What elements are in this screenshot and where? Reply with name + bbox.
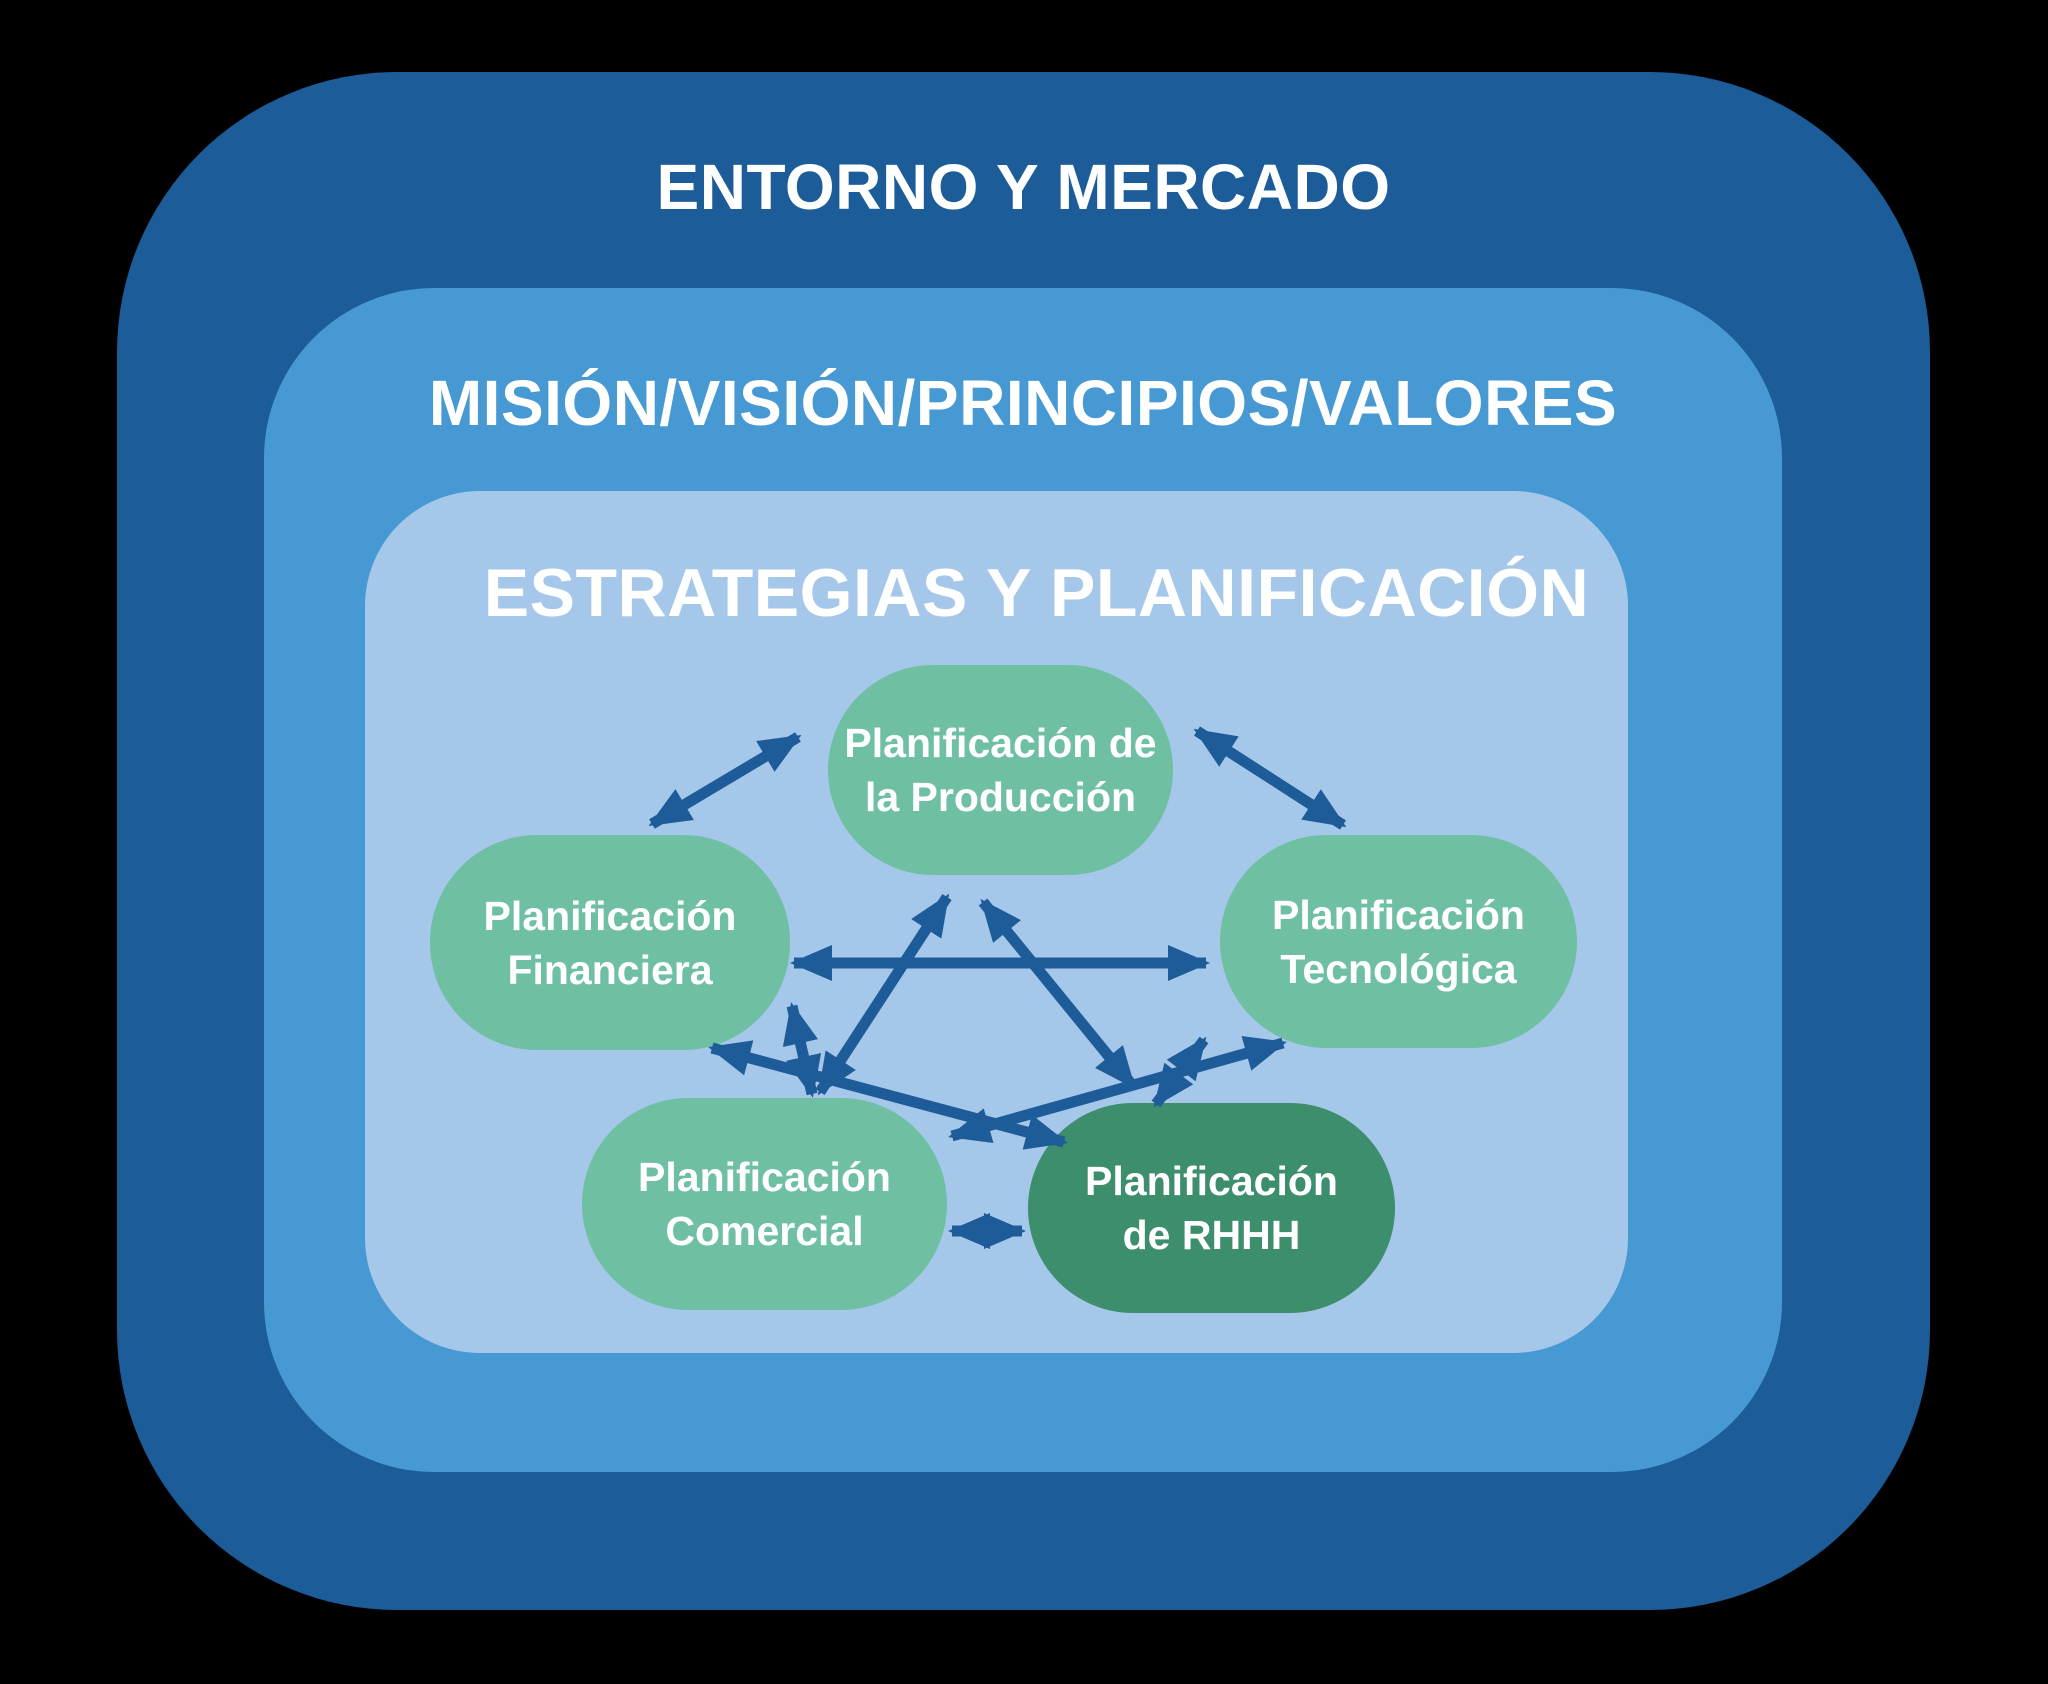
node-planificacion-tecnologica-label: Planificación Tecnológica [1272, 891, 1525, 992]
node-planificacion-rhhh: Planificación de RHHH [1028, 1103, 1395, 1313]
node-planificacion-tecnologica: Planificación Tecnológica [1220, 835, 1577, 1048]
node-planificacion-financiera-label: Planificación Financiera [483, 892, 737, 993]
node-planificacion-financiera: Planificación Financiera [430, 835, 790, 1050]
node-planificacion-produccion: Planificación de la Producción [828, 665, 1173, 875]
node-planificacion-rhhh-label: Planificación de RHHH [1085, 1158, 1338, 1258]
entorno-title: ENTORNO Y MERCADO [656, 151, 1391, 223]
mision-title: MISIÓN/VISIÓN/PRINCIPIOS/VALORES [428, 367, 1618, 439]
node-planificacion-comercial-label: Planificación Comercial [638, 1154, 891, 1254]
node-planificacion-produccion-label: Planificación de la Producción [844, 720, 1157, 820]
node-planificacion-comercial: Planificación Comercial [582, 1098, 947, 1310]
estrategias-title: ESTRATEGIAS Y PLANIFICACIÓN [483, 555, 1590, 631]
